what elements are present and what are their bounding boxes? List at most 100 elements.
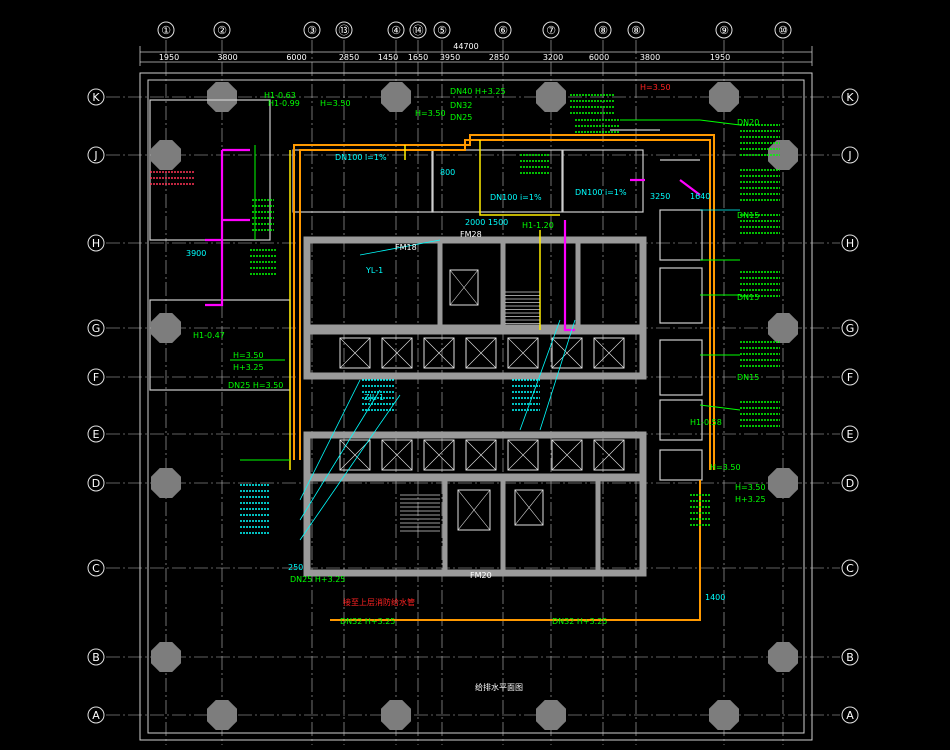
elevator-cross (514, 489, 544, 526)
grid-col-label: ⑥ (498, 24, 508, 37)
elevator-car (381, 439, 413, 471)
elevator-cross (507, 439, 539, 471)
grid-row-label: J (93, 149, 97, 162)
label-h350-a: H=3.50 (320, 99, 351, 108)
column (768, 313, 798, 343)
grid-row-label: G (846, 322, 855, 335)
grid-bubble-row (841, 146, 859, 164)
grid-row-label: H (92, 237, 100, 250)
grid-bubble-row (87, 319, 105, 337)
elevator-cross (593, 337, 625, 369)
grid-bubble-col (387, 21, 405, 39)
elevator-car (551, 439, 583, 471)
grid-row-label: D (92, 477, 100, 490)
grid-row-label: K (846, 91, 854, 104)
elevator-cross (457, 489, 491, 531)
label-yl1: YL-1 (365, 266, 383, 275)
label-dn15-b: DN15 (737, 293, 759, 302)
elevator-cross (507, 337, 539, 369)
label-dn25-h325: DN25 H+3.25 (290, 575, 345, 584)
label-h047: H1-0.47 (193, 331, 225, 340)
label-h325-b: H+3.25 (233, 363, 264, 372)
label-h325-c: H+3.25 (735, 495, 766, 504)
grid-bubble-row (841, 368, 859, 386)
top-dimension-strip (139, 46, 813, 66)
grid-row-label: D (846, 477, 854, 490)
grid-bubble-row (841, 234, 859, 252)
grid-col-label: ⑤ (437, 24, 447, 37)
grid-bubble-row (841, 88, 859, 106)
grid-bubble-col (627, 21, 645, 39)
label-h120: H1-1.20 (522, 221, 554, 230)
column (709, 700, 739, 730)
label-red-h: H=3.50 (640, 83, 671, 92)
label-dn100-b: DN100 i=1% (490, 193, 542, 202)
grid-col-label: ⑨ (719, 24, 729, 37)
pipe-magenta (205, 148, 701, 332)
grid-row-label: G (92, 322, 101, 335)
overall-width-dim: 44700 (453, 42, 478, 51)
column (768, 642, 798, 672)
elevator-car (339, 337, 371, 369)
column (768, 140, 798, 170)
label-fm20: FM20 (470, 571, 492, 580)
grid-bubble-col (715, 21, 733, 39)
label-h058: H1-0.58 (690, 418, 722, 427)
cyan-leaders (299, 209, 740, 541)
label-h063: H1-0.63 (264, 91, 296, 100)
grid-bubble-col (409, 21, 427, 39)
grid-row-label: A (92, 709, 100, 722)
top-segment-dim: 2850 (339, 53, 359, 62)
label-dn25-h350: DN25 H=3.50 (228, 381, 283, 390)
grid-bubble-col (433, 21, 451, 39)
elevator-cross (465, 439, 497, 471)
top-segment-dim: 2850 (489, 53, 509, 62)
label-250: 250 (288, 563, 303, 572)
label-red-note: 接至上层消防给水管 (343, 597, 415, 607)
label-dn32-h325-a: DN32 H+3.25 (340, 617, 395, 626)
grid-row-label: B (846, 651, 854, 664)
grid-bubble-row (87, 234, 105, 252)
label-dn25-top: DN25 (450, 113, 472, 122)
elevator-cross (449, 269, 479, 306)
grid-col-label: ① (161, 24, 171, 37)
column (536, 700, 566, 730)
elevator-car (551, 337, 583, 369)
label-3900: 3900 (186, 249, 206, 258)
top-segment-dim: 6000 (286, 53, 306, 62)
top-segment-dim: 1950 (159, 53, 179, 62)
grid-bubble-col (494, 21, 512, 39)
label-1400: 1400 (705, 593, 725, 602)
elevator-car (465, 337, 497, 369)
label-dn100-c: DN100 i=1% (575, 188, 627, 197)
elevator-car (423, 337, 455, 369)
label-fm18: FM18 (395, 243, 417, 252)
top-segment-dim: 3800 (217, 53, 237, 62)
column (151, 642, 181, 672)
grid-bubble-row (841, 648, 859, 666)
grid-row-label: A (846, 709, 854, 722)
label-h325-a: H+3.25 (475, 87, 506, 96)
elevator-cross (423, 439, 455, 471)
grid-bubble-row (87, 368, 105, 386)
top-segment-dim: 3950 (440, 53, 460, 62)
dense-annotation-bundles (150, 94, 780, 534)
label-dn15-c: DN15 (737, 373, 759, 382)
grid-bubble-row (841, 559, 859, 577)
elevator-car (593, 439, 625, 471)
top-segment-dim: 3800 (640, 53, 660, 62)
label-dn15-a: DN15 (737, 211, 759, 220)
label-h350-e: H=3.50 (735, 483, 766, 492)
label-h099: H1-0.99 (268, 99, 300, 108)
grid-bubble-row (87, 706, 105, 724)
grid-row-label: F (93, 371, 99, 384)
elevator-car (593, 337, 625, 369)
grid-bubble-row (841, 706, 859, 724)
top-segment-dim: 6000 (589, 53, 609, 62)
room-partitions (149, 99, 703, 481)
label-drawing-title: 给排水平面图 (475, 682, 523, 692)
grid-bubble-col (213, 21, 231, 39)
grid-lines (106, 40, 840, 745)
label-h350-b: H=3.50 (415, 109, 446, 118)
